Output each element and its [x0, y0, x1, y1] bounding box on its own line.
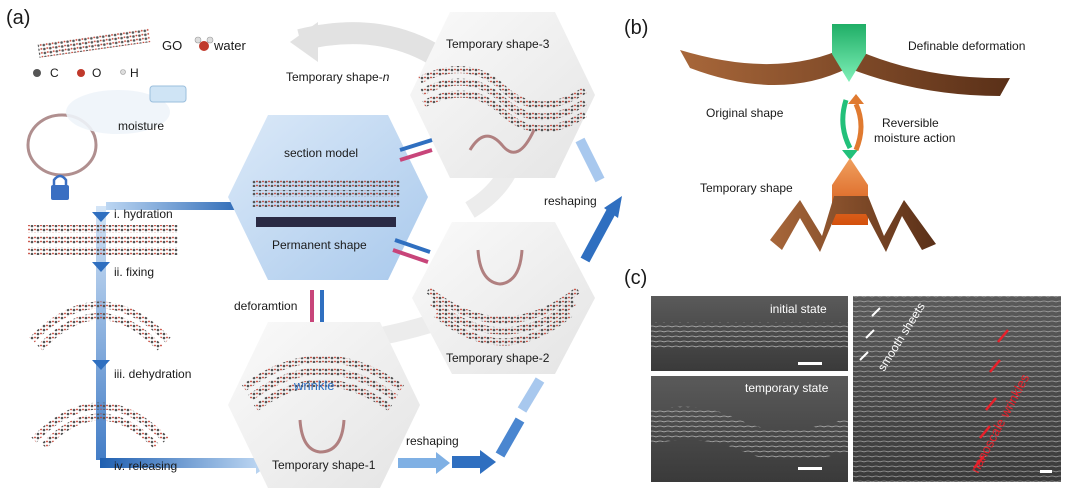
double-arrow-section-shape3: [399, 138, 433, 162]
section-model-sheets: [252, 180, 400, 207]
hydrogen-atom-icon: [120, 69, 126, 75]
reshaping-arrow-bottom: [398, 377, 545, 474]
section-model-hexagon: [228, 115, 428, 280]
oxygen-label: O: [92, 66, 101, 80]
wrinkle-label: wrinkle: [293, 378, 334, 393]
moisture-label: moisture: [118, 119, 164, 133]
fixing-arch: [29, 301, 171, 351]
carbon-atom-icon: [33, 69, 41, 77]
panel-c-label: (c): [624, 267, 647, 289]
deformation-label: deforamtion: [234, 299, 297, 313]
hydrogen-label: H: [130, 66, 139, 80]
carbon-label: C: [50, 66, 59, 80]
temporary-ribbon: [770, 196, 936, 252]
go-label: GO: [162, 38, 182, 53]
panel-a: [26, 12, 622, 488]
section-model-label: section model: [284, 146, 358, 160]
lock-icon: [51, 174, 69, 200]
water-label: water: [213, 38, 246, 53]
reshaping-arrow-right: [575, 137, 622, 263]
red-arrows: [973, 329, 1009, 469]
temporary-state-label: temporary state: [745, 381, 829, 395]
original-shape-label: Original shape: [706, 106, 784, 120]
temporary-shape-1-hexagon: [228, 322, 420, 488]
initial-state-label: initial state: [770, 302, 827, 316]
shape-2-ring: [476, 249, 524, 286]
definable-deformation-label: Definable deformation: [908, 39, 1025, 53]
permanent-shape-bar: [256, 217, 396, 227]
shape-3-wave: [418, 66, 587, 133]
panel-c: [651, 296, 1061, 482]
double-arrow-deformation: [310, 290, 324, 322]
panel-b: [680, 24, 1010, 252]
orange-tip-icon: [832, 158, 868, 225]
green-tip-icon: [832, 24, 866, 82]
dehydration-arch: [31, 402, 169, 449]
water-molecule-icon: [194, 36, 214, 51]
temporary-shape-3-hexagon: [410, 12, 595, 178]
original-ribbon: [680, 46, 1010, 96]
white-arrows: [859, 307, 881, 361]
reshaping-right-label: reshaping: [544, 194, 597, 208]
shape-3-s-curve: [468, 129, 536, 154]
step-hydration: i. hydration: [114, 207, 173, 221]
cycle-arrow: [297, 22, 446, 68]
permanent-shape-label: Permanent shape: [272, 238, 367, 252]
reversible-label-line2: moisture action: [874, 131, 955, 145]
temporary-shape-2-label: Temporary shape-2: [446, 351, 550, 365]
temporary-shape-n-label: Temporary shape-n: [286, 70, 390, 84]
moisture-ring-icon: [26, 85, 187, 177]
temporary-shape-1-label: Temporary shape-1: [272, 458, 376, 472]
temporary-shape-2-hexagon: [412, 222, 595, 374]
shape-1-arch: [241, 355, 405, 411]
reversible-arrows-icon: [840, 94, 864, 160]
reshaping-bottom-label: reshaping: [406, 434, 459, 448]
panel-a-label: (a): [6, 7, 30, 29]
hydration-sheets: [28, 225, 178, 255]
double-arrow-section-shape2: [392, 238, 431, 264]
oxygen-atom-icon: [77, 69, 85, 77]
temporary-shape-3-label: Temporary shape-3: [446, 37, 550, 51]
step-fixing: ii. fixing: [114, 265, 154, 279]
go-molecule-icon: [37, 28, 151, 58]
step-dehydration: iii. dehydration: [114, 367, 191, 381]
shape-2-arch: [425, 287, 581, 346]
panel-b-label: (b): [624, 17, 648, 39]
reversible-label-line1: Reversible: [882, 116, 939, 130]
step-releasing: iv. releasing: [114, 459, 177, 473]
shape-1-ring: [298, 419, 346, 454]
temporary-shape-label-b: Temporary shape: [700, 181, 793, 195]
